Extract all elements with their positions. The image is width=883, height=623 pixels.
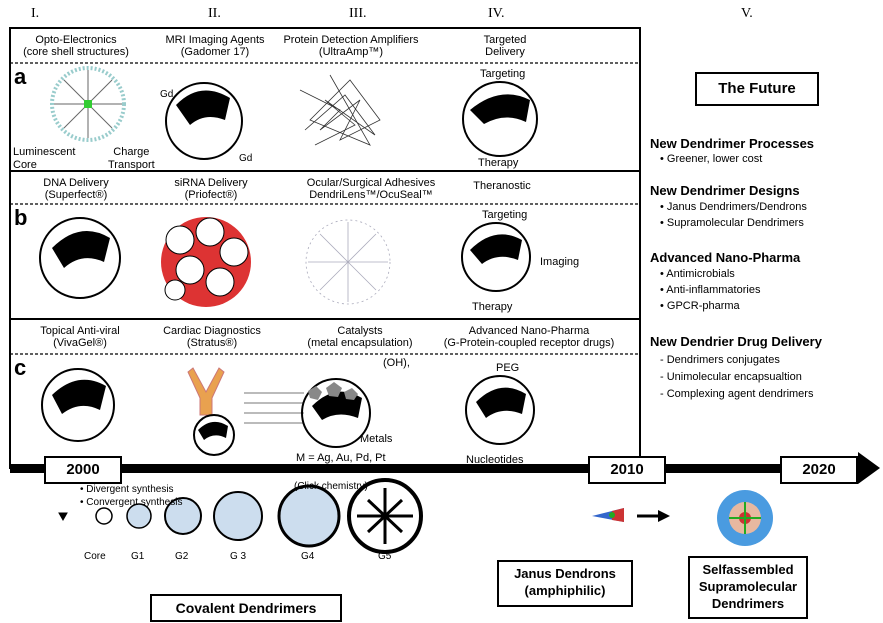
future-item: • GPCR-pharma (660, 300, 740, 312)
dendrimer-generations-icon (58, 478, 423, 554)
click-chemistry-label: (Click chemistry) (294, 481, 368, 492)
micelle-icon (717, 490, 773, 546)
generation-label: Core (84, 551, 106, 562)
future-item: - Complexing agent dendrimers (660, 388, 814, 400)
generation-label: G4 (301, 551, 315, 562)
targeting-label: Targeting (480, 68, 526, 80)
mri-agents-title: MRI Imaging Agents(Gadomer 17) (165, 34, 265, 58)
future-item: - Unimolecular encapsualtion (660, 371, 802, 383)
targeted-dendrimer-icon (462, 81, 538, 157)
therapy-label: Therapy (478, 157, 519, 169)
column-header-v: V. (741, 6, 753, 21)
sirna-delivery-title: siRNA Delivery(Priofect®) (174, 177, 248, 201)
catalysts-title: Catalysts(metal encapsulation) (307, 325, 413, 349)
antiviral-title: Topical Anti-viral(VivaGel®) (40, 325, 120, 349)
future-item: - Dendrimers conjugates (660, 354, 780, 366)
future-heading-processes: New Dendrimer Processes (650, 136, 815, 151)
generation-label: G1 (131, 551, 145, 562)
the-future-box: The Future (695, 72, 819, 106)
future-heading-designs: New Dendrimer Designs (650, 183, 800, 198)
oh-label: (OH), (383, 357, 410, 369)
catalyst-dendrimer-icon (301, 378, 371, 448)
column-header-iii: III. (349, 6, 367, 21)
future-item: • Supramolecular Dendrimers (660, 217, 804, 229)
generation-label: G5 (378, 551, 392, 562)
generation-label: G2 (175, 551, 189, 562)
year-2020-box: 2020 (780, 456, 858, 484)
therapy-label: Therapy (472, 301, 513, 313)
adhesive-dendrimer-icon (305, 219, 391, 305)
year-2000-box: 2000 (44, 456, 122, 484)
column-header-ii: II. (208, 6, 221, 21)
metal-formula-label: M = Ag, Au, Pd, Pt (296, 452, 386, 464)
sirna-cluster-icon (161, 217, 251, 307)
theranostic-title: Theranostic (473, 180, 531, 192)
future-item: • Greener, lower cost (660, 153, 763, 165)
future-item: • Antimicrobials (660, 268, 735, 280)
synthesis-method: • Convergent synthesis (80, 497, 183, 508)
row-label-c: c (14, 355, 27, 380)
row-label-a: a (14, 64, 27, 89)
future-heading-drug-delivery: New Dendrier Drug Delivery (650, 334, 822, 349)
cationic-dendrimer-icon (39, 217, 121, 299)
metals-label: Metals (360, 433, 393, 445)
future-item: • Janus Dendrimers/Dendrons (660, 201, 807, 213)
luminescent-dendrimer-icon (50, 66, 126, 142)
protein-amplifiers-title: Protein Detection Amplifiers(UltraAmp™) (283, 34, 419, 58)
gd-label: Gd (160, 89, 174, 100)
column-header-iv: IV. (488, 6, 505, 21)
peg-label: PEG (496, 362, 520, 374)
column-header-i: I. (31, 6, 40, 21)
year-2010-box: 2010 (588, 456, 666, 484)
antiviral-dendrimer-icon (41, 368, 115, 442)
row-label-b: b (14, 205, 28, 230)
future-item: • Anti-inflammatories (660, 284, 761, 296)
peg-dendrimer-icon (465, 375, 535, 445)
future-heading-nano-pharma: Advanced Nano-Pharma (650, 250, 801, 265)
gd-label: Gd (239, 153, 253, 164)
imaging-label: Imaging (540, 256, 580, 268)
stratus-table-icon (244, 392, 304, 424)
janus-dendrons-box: Janus Dendrons(amphiphilic) (497, 560, 633, 607)
nucleotides-label: Nucleotides (466, 454, 524, 466)
janus-dendron-icon (592, 508, 624, 522)
covalent-dendrimers-box: Covalent Dendrimers (150, 594, 342, 622)
gd-dendrimer-icon (165, 82, 243, 160)
opto-electronics-title: Opto-Electronics(core shell structures) (23, 34, 129, 58)
protein-network-icon (299, 74, 381, 146)
nano-pharma-title: Advanced Nano-Pharma(G-Protein-coupled r… (443, 325, 615, 349)
theranostic-dendrimer-icon (461, 222, 531, 292)
antibody-icon (187, 367, 235, 456)
cardiac-diagnostics-title: Cardiac Diagnostics(Stratus®) (163, 325, 261, 349)
dna-delivery-title: DNA Delivery(Superfect®) (43, 177, 109, 201)
targeting-label: Targeting (482, 209, 528, 221)
synthesis-method: • Divergent synthesis (80, 484, 174, 495)
generation-label: G 3 (230, 551, 247, 562)
arrow-icon (637, 510, 670, 522)
